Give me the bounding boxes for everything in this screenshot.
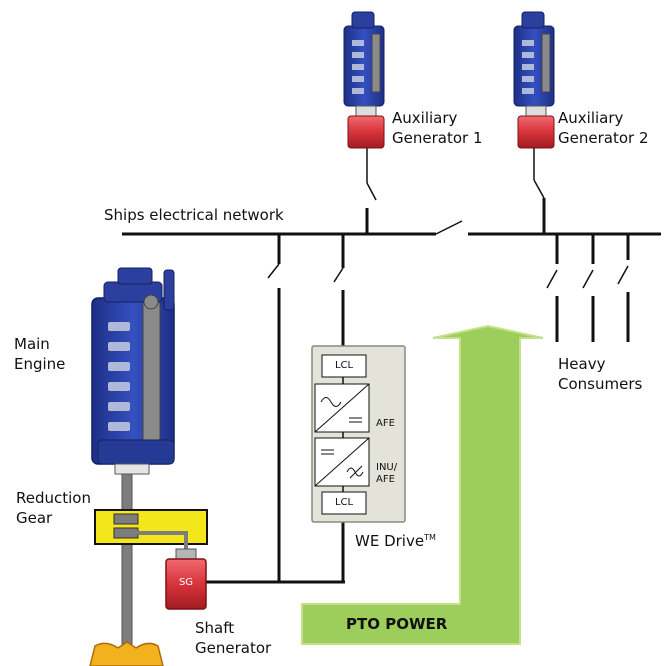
shaft-generator-graphic	[165, 548, 207, 610]
afe-label: AFE	[376, 418, 395, 429]
lcl-top-label: LCL	[334, 360, 354, 371]
propeller-graphic	[89, 641, 164, 666]
aux-generator-1-graphic	[343, 11, 385, 149]
network-label: Ships electrical network	[104, 206, 284, 224]
shaft-generator-label-line1: Shaft	[195, 619, 235, 637]
sg-label: SG	[178, 577, 194, 588]
shaft-generator-label-line2: Generator	[195, 639, 272, 657]
we-drive-cabinet	[311, 345, 406, 523]
inu-afe-label-line1: INU/	[376, 462, 398, 473]
aux-gen-2-label-line2: Generator 2	[558, 129, 649, 147]
reduction-gear-label-line1: Reduction	[16, 489, 91, 507]
aux-gen-1-label-line2: Generator 1	[392, 129, 483, 147]
inu-afe-label-line2: AFE	[376, 474, 395, 485]
reduction-gear-label-line2: Gear	[16, 509, 53, 527]
drive-feeder	[333, 234, 345, 582]
aux-gen-2-feeder	[533, 148, 546, 234]
main-engine-graphic	[91, 267, 175, 475]
heavy-consumers-label-line1: Heavy	[558, 355, 606, 373]
main-engine-label-line2: Engine	[14, 355, 66, 373]
aux-gen-2-label-line1: Auxiliary	[558, 109, 624, 127]
propeller-shaft	[121, 473, 133, 645]
reduction-gear-graphic	[94, 509, 208, 552]
shaft-gen-feeder	[206, 234, 345, 584]
aux-gen-1-feeder	[365, 148, 377, 234]
heavy-consumers-feeders	[546, 234, 630, 342]
we-drive-label: WE DriveTM	[355, 528, 436, 551]
main-engine-label-line1: Main	[14, 335, 50, 353]
pto-power-label: PTO POWER	[346, 615, 448, 633]
aux-gen-1-label-line1: Auxiliary	[392, 109, 458, 127]
we-drive-name: WE Drive	[355, 532, 425, 550]
pto-power-arrow	[301, 324, 544, 645]
aux-generator-2-graphic	[513, 11, 555, 149]
lcl-bottom-label: LCL	[334, 497, 354, 508]
we-drive-trademark: TM	[424, 533, 436, 542]
heavy-consumers-label-line2: Consumers	[558, 375, 643, 393]
